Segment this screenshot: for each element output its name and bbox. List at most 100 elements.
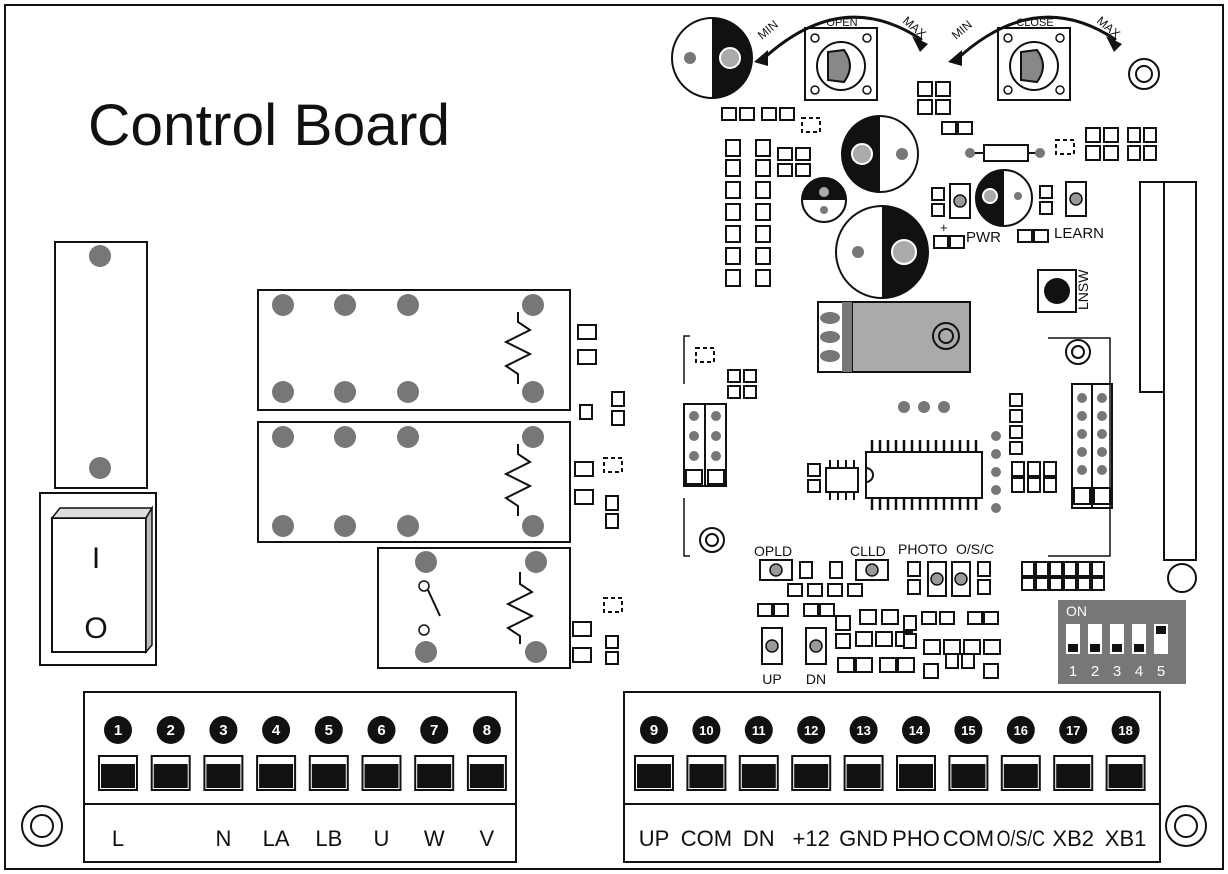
terminal-number: 16	[1014, 723, 1028, 738]
dotted-component-markers	[603, 117, 1075, 613]
terminal-screw	[899, 764, 933, 788]
terminal-number-badge	[1111, 716, 1140, 744]
capacitor-4	[835, 205, 929, 299]
right-terminal-16[interactable]: 16O/S/C	[997, 716, 1045, 851]
voltage-regulator	[817, 301, 971, 373]
left-terminal-4[interactable]: 4LA	[256, 716, 297, 851]
terminal-screw	[846, 764, 881, 788]
left-terminal-5[interactable]: 5LB	[308, 716, 349, 851]
terminal-number: 17	[1066, 723, 1080, 738]
terminal-number: 7	[430, 722, 438, 739]
up-led: UP	[761, 627, 783, 687]
left-terminal-3[interactable]: 3N	[203, 716, 244, 851]
terminal-number-badge	[954, 716, 983, 744]
terminal-label: XB2	[1052, 826, 1094, 851]
terminal-number: 14	[909, 723, 924, 738]
left-terminal-6[interactable]: 6U	[361, 716, 402, 851]
close-potentiometer[interactable]: CLOSE MIN MAX	[948, 14, 1123, 101]
clld-label: CLLD	[850, 543, 886, 559]
terminal-number-badge	[209, 716, 238, 744]
left-terminal-2[interactable]: 2	[150, 716, 191, 791]
terminal-number-badge	[262, 716, 291, 744]
pads-bottom-right	[1021, 561, 1105, 591]
dip-switch-lever[interactable]	[1134, 644, 1144, 652]
up-label: UP	[762, 671, 781, 687]
terminal-number: 3	[219, 722, 227, 739]
terminal-number-badge	[692, 716, 721, 744]
mounting-hole-left	[699, 527, 725, 553]
dip-switch-number: 5	[1157, 663, 1165, 680]
dip-switch-4[interactable]: 4	[1132, 624, 1146, 680]
terminal-number: 9	[650, 722, 658, 739]
terminals-right: 9UP10COM11DN12+1213GND14PHO15COM16O/S/C1…	[634, 716, 1147, 851]
clld-led: CLLD	[850, 543, 889, 581]
dip-switch-lever[interactable]	[1156, 626, 1166, 634]
right-terminal-12[interactable]: 12+12	[791, 716, 832, 851]
terminal-screw	[951, 764, 986, 788]
board-title: Control Board	[88, 93, 450, 158]
microcontroller-chip	[865, 440, 983, 510]
crystal-pads	[898, 401, 950, 413]
capacitor-2	[841, 115, 919, 193]
terminal-number-badge	[797, 716, 826, 744]
pin-header-left	[683, 403, 727, 487]
terminal-screw	[637, 764, 671, 788]
terminal-label: COM	[681, 826, 732, 851]
pwr-led: PWR +	[940, 183, 1001, 246]
small-ic	[807, 460, 859, 500]
capacitor-1	[671, 17, 753, 99]
terminal-number: 8	[483, 722, 491, 739]
terminal-number: 13	[856, 723, 870, 738]
terminal-number-badge	[849, 716, 878, 744]
left-terminal-7[interactable]: 7W	[414, 716, 455, 851]
terminal-number: 15	[961, 723, 975, 738]
dip-switch-2[interactable]: 2	[1088, 624, 1102, 680]
relay-1	[257, 289, 571, 411]
osc-label: O/S/C	[956, 541, 994, 557]
learn-switch-button[interactable]: LNSW	[1037, 269, 1091, 313]
terminal-screw	[794, 764, 829, 788]
terminal-number-badge	[314, 716, 343, 744]
dip-switch-5[interactable]: 5	[1154, 624, 1168, 680]
left-terminal-1[interactable]: 1L	[98, 716, 138, 851]
dip-switch-number: 4	[1135, 663, 1143, 680]
terminal-number: 11	[752, 723, 766, 738]
terminal-screw	[741, 764, 776, 788]
fuse-holder	[54, 241, 148, 489]
antenna-connector-strip	[1139, 181, 1197, 561]
dip-switch-lever[interactable]	[1090, 644, 1100, 652]
terminal-label: L	[112, 826, 124, 851]
terminal-number: 12	[804, 723, 818, 738]
terminal-number-badge	[156, 716, 185, 744]
smd-cluster-lower	[757, 561, 1001, 679]
switch-off-label: O	[84, 612, 107, 645]
dip-switch-3[interactable]: 3	[1110, 624, 1124, 680]
mcu-side-pads	[991, 393, 1057, 513]
dip-switch-lever[interactable]	[1112, 644, 1122, 652]
right-terminal-9[interactable]: 9UP	[634, 716, 674, 851]
dip-switch-lever[interactable]	[1068, 644, 1078, 652]
terminal-screw	[311, 764, 346, 788]
terminal-label: GND	[839, 826, 888, 851]
photo-led: PHOTO	[898, 541, 948, 597]
terminal-number: 10	[699, 723, 713, 738]
rf-module-outline	[1048, 337, 1111, 557]
pin-header-right	[1071, 383, 1113, 509]
power-switch[interactable]: I O	[39, 492, 157, 666]
mounting-hole-right-edge	[1167, 563, 1197, 593]
left-terminal-8[interactable]: 8V	[466, 716, 507, 851]
dip-switch-1[interactable]: 1	[1066, 624, 1080, 680]
terminal-screw	[206, 764, 241, 788]
terminal-label: V	[480, 826, 495, 851]
terminal-label: COM	[943, 826, 994, 851]
